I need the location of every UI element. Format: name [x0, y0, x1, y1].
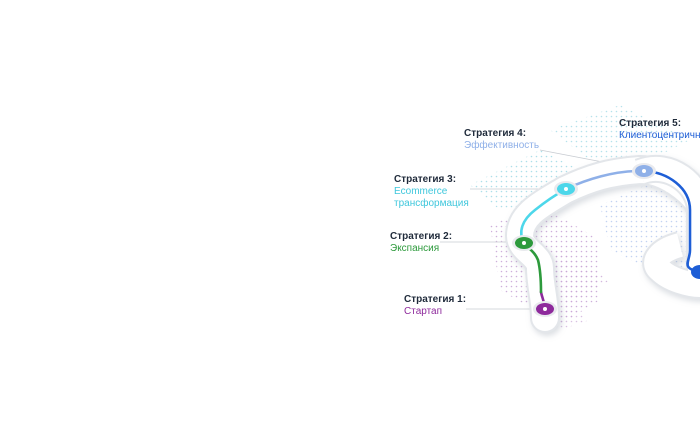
stage-title-1: Стратегия 1:	[404, 294, 467, 305]
stage-title-5: Стратегия 5:	[619, 118, 682, 129]
stage-label-1: Стратегия 1: Стартап	[404, 294, 466, 318]
milestone-node-3	[554, 181, 578, 197]
stage-label-2: Стратегия 2: Экспансия	[390, 231, 452, 255]
stage-subtitle-5: Клиентоцентричность	[619, 130, 700, 141]
milestone-node-5	[691, 265, 700, 279]
stage-label-5: Стратегия 5: Клиентоцентричность	[619, 118, 700, 142]
stage-title-2: Стратегия 2:	[390, 231, 453, 242]
milestone-node-4	[632, 163, 656, 179]
stage-subtitle-1: Стартап	[404, 306, 443, 317]
stage-subtitle-4: Эффективность	[464, 140, 540, 151]
stage-label-3: Стратегия 3: Ecommerce трансформация	[394, 174, 474, 210]
route-segment-ecommerce	[520, 187, 568, 245]
route-segment-clientcentric	[642, 169, 700, 274]
stage-subtitle-2: Экспансия	[390, 243, 440, 254]
stage-title-3: Стратегия 3:	[394, 174, 457, 185]
milestone-node-2	[512, 235, 536, 251]
milestone-nodes	[512, 163, 700, 317]
stage-label-4: Стратегия 4: Эффективность	[464, 128, 539, 152]
stage-subtitle-3: Ecommerce трансформация	[394, 186, 469, 209]
stage-title-4: Стратегия 4:	[464, 128, 527, 139]
milestone-node-1	[533, 301, 557, 317]
